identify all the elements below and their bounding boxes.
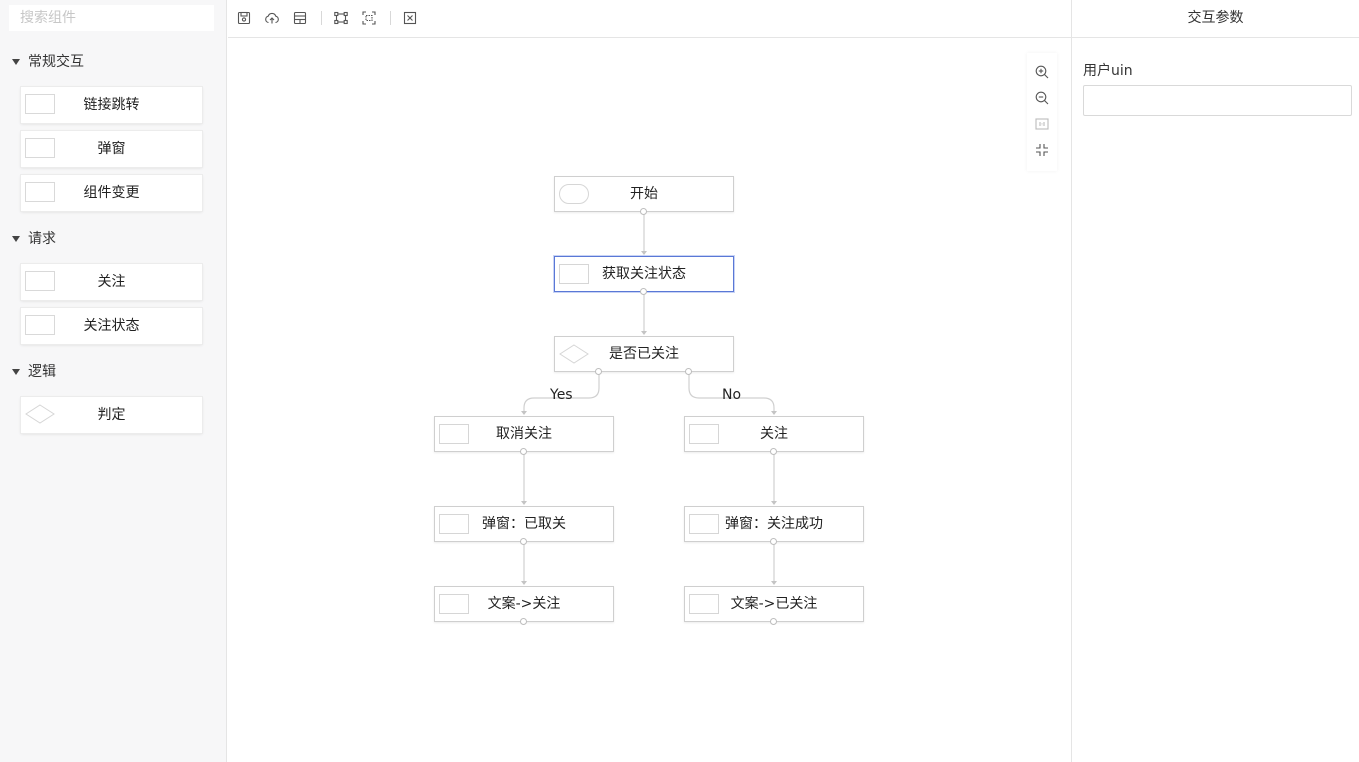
node-label: 开始 <box>630 186 658 202</box>
pill-icon <box>559 184 589 204</box>
fit-screen-icon[interactable] <box>1034 142 1050 158</box>
toolbar-divider <box>321 11 322 25</box>
rect-icon <box>25 315 55 335</box>
search-component-input[interactable] <box>9 5 214 31</box>
node-port[interactable] <box>595 368 602 375</box>
node-label: 弹窗：关注成功 <box>725 516 823 532</box>
node-unfollow[interactable]: 取消关注 <box>434 416 614 452</box>
node-label: 获取关注状态 <box>602 266 686 282</box>
edge-decision-yes <box>523 372 600 411</box>
clear-icon[interactable] <box>402 10 418 26</box>
user-uin-input[interactable] <box>1083 85 1352 116</box>
rect-icon <box>689 594 719 614</box>
toolbar-divider <box>390 11 391 25</box>
component-label: 链接跳转 <box>83 97 140 113</box>
zoom-out-icon[interactable] <box>1034 90 1050 106</box>
node-follow[interactable]: 关注 <box>684 416 864 452</box>
rect-icon <box>439 514 469 534</box>
rect-icon <box>25 271 55 291</box>
rect-icon <box>689 514 719 534</box>
rect-icon <box>559 264 589 284</box>
diamond-icon <box>559 344 589 364</box>
edge-layer <box>521 212 777 585</box>
node-get-follow-status[interactable]: 获取关注状态 <box>554 256 734 292</box>
rect-icon <box>689 424 719 444</box>
save-icon[interactable] <box>236 10 252 26</box>
arrow-head <box>521 501 527 505</box>
arrow-head <box>641 251 647 255</box>
node-popup-unfollowed[interactable]: 弹窗：已取关 <box>434 506 614 542</box>
group-header-logic[interactable]: 逻辑 <box>12 361 56 381</box>
flow-canvas[interactable]: Yes No 开始 获取关注状态 是否已关注 取消关注 关注 弹窗：已取关 <box>228 39 1071 762</box>
rect-icon <box>25 94 55 114</box>
component-label: 关注状态 <box>83 318 140 334</box>
node-port[interactable] <box>640 208 647 215</box>
node-label: 是否已关注 <box>609 346 679 362</box>
fit-view-icon[interactable] <box>333 10 349 26</box>
caret-down-icon <box>12 368 20 375</box>
properties-panel: 交互参数 用户uin <box>1071 0 1359 762</box>
node-port[interactable] <box>770 538 777 545</box>
component-label: 弹窗 <box>97 141 126 157</box>
arrow-head <box>771 501 777 505</box>
user-uin-label: 用户uin <box>1083 63 1133 79</box>
upload-icon[interactable] <box>264 10 280 26</box>
arrow-head <box>771 581 777 585</box>
component-change[interactable]: 组件变更 <box>21 175 202 211</box>
arrow-head <box>641 331 647 335</box>
component-popup[interactable]: 弹窗 <box>21 131 202 167</box>
component-decision[interactable]: 判定 <box>21 397 202 433</box>
node-text-follow[interactable]: 文案->关注 <box>434 586 614 622</box>
component-label: 关注 <box>97 274 126 290</box>
node-label: 弹窗：已取关 <box>482 516 566 532</box>
node-is-followed-decision[interactable]: 是否已关注 <box>554 336 734 372</box>
node-label: 取消关注 <box>496 426 552 442</box>
group-header-request[interactable]: 请求 <box>12 228 56 248</box>
component-label: 判定 <box>97 407 126 423</box>
zoom-controls <box>1027 53 1057 171</box>
group-title: 常规交互 <box>28 54 84 70</box>
node-port[interactable] <box>770 448 777 455</box>
select-all-icon[interactable] <box>361 10 377 26</box>
caret-down-icon <box>12 235 20 242</box>
arrow-head <box>521 411 527 415</box>
caret-down-icon <box>12 58 20 65</box>
node-port[interactable] <box>520 618 527 625</box>
component-link-jump[interactable]: 链接跳转 <box>21 87 202 123</box>
diamond-icon <box>25 404 55 424</box>
node-port[interactable] <box>770 618 777 625</box>
layout-icon[interactable] <box>292 10 308 26</box>
edge-label-yes: Yes <box>550 387 573 403</box>
node-port[interactable] <box>520 448 527 455</box>
node-start[interactable]: 开始 <box>554 176 734 212</box>
rect-icon <box>25 182 55 202</box>
node-popup-followed[interactable]: 弹窗：关注成功 <box>684 506 864 542</box>
toolbar <box>228 0 1071 38</box>
group-title: 请求 <box>28 231 56 247</box>
panel-title: 交互参数 <box>1072 0 1359 38</box>
arrow-head <box>771 411 777 415</box>
node-text-followed[interactable]: 文案->已关注 <box>684 586 864 622</box>
edge-decision-no <box>688 372 775 411</box>
edge-label-no: No <box>722 387 742 403</box>
node-port[interactable] <box>520 538 527 545</box>
component-label: 组件变更 <box>83 185 140 201</box>
node-port[interactable] <box>685 368 692 375</box>
group-header-interaction[interactable]: 常规交互 <box>12 51 84 71</box>
arrow-head <box>521 581 527 585</box>
rect-icon <box>25 138 55 158</box>
zoom-in-icon[interactable] <box>1034 64 1050 80</box>
node-port[interactable] <box>640 288 647 295</box>
component-follow[interactable]: 关注 <box>21 264 202 300</box>
node-label: 文案->已关注 <box>730 596 818 612</box>
node-label: 关注 <box>760 426 788 442</box>
actual-size-icon[interactable] <box>1034 116 1050 132</box>
node-label: 文案->关注 <box>487 596 561 612</box>
group-title: 逻辑 <box>28 364 56 380</box>
rect-icon <box>439 594 469 614</box>
component-follow-status[interactable]: 关注状态 <box>21 308 202 344</box>
component-sidebar: 常规交互 链接跳转 弹窗 组件变更 请求 关注 关注状态 逻辑 <box>0 0 227 762</box>
rect-icon <box>439 424 469 444</box>
